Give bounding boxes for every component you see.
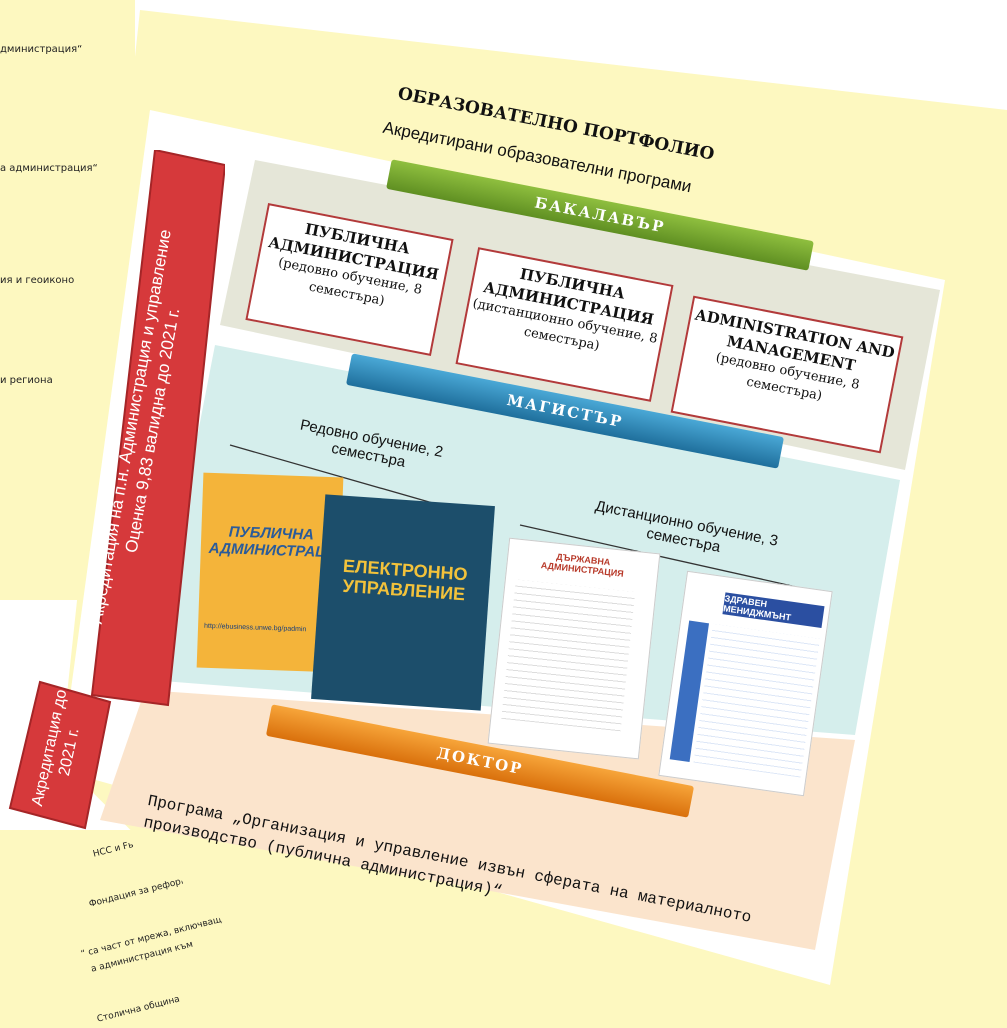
cover-title: ПУБЛИЧНА АДМИНИСТРАЦИЯ xyxy=(208,523,349,562)
bg-line: а администрация“ xyxy=(0,163,98,174)
cover-e-government[interactable]: ЕЛЕКТРОННО УПРАВЛЕНИЕ xyxy=(311,494,495,711)
bg-line: дминистрация“ xyxy=(0,44,83,55)
bg-line: ия и геоиконо xyxy=(0,275,75,286)
accreditation-tag: Акредитация на п.н. Администрация и упра… xyxy=(80,150,225,710)
cover-title: ЗДРАВЕН МЕНИДЖМЪНТ xyxy=(722,592,825,629)
doctor-accreditation-tag: Акредитация до 2021 г. xyxy=(5,680,115,830)
background-text: дминистрация“ а администрация“ ия и геои… xyxy=(0,0,180,600)
cover-title: ДЪРЖАВНА АДМИНИСТРАЦИЯ xyxy=(540,551,625,579)
cover-health-management[interactable]: ЗДРАВЕН МЕНИДЖМЪНТ xyxy=(658,570,833,797)
cover-state-administration[interactable]: ДЪРЖАВНА АДМИНИСТРАЦИЯ xyxy=(487,537,661,760)
bg-line: и региона xyxy=(0,375,53,386)
distance-divider xyxy=(519,524,811,591)
cover-url: http://ebusiness.unwe.bg/padmin xyxy=(203,622,307,634)
cover-title: ЕЛЕКТРОННО УПРАВЛЕНИЕ xyxy=(341,555,469,605)
